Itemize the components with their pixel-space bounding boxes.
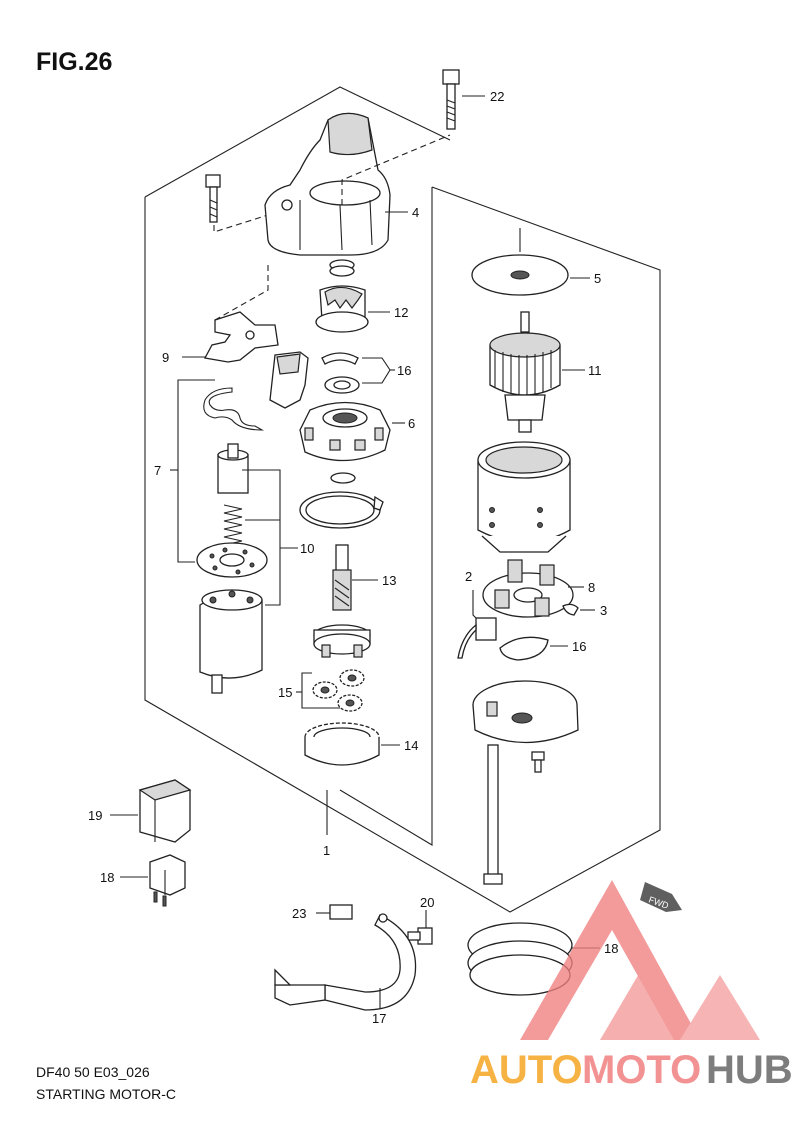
brush-lead-2 [457,590,497,659]
label-part-4: 4 [412,205,419,220]
inner-frame [339,187,433,846]
svg-text:HUB: HUB [706,1048,793,1092]
armature-11 [489,311,585,433]
label-part-19: 18 [100,870,114,885]
label-part-9: 9 [162,350,169,365]
label-part-10: 10 [300,541,314,556]
clutch-pinion-12 [315,259,390,333]
planet-gears-15 [296,669,365,712]
bracket-17 [274,913,417,1011]
plunger [217,443,249,494]
label-part-12: 12 [394,305,408,320]
label-part-23: 23 [292,906,306,921]
figure-title: FIG.26 [36,48,113,76]
brush-holder-8 [482,559,584,618]
label-part-3: 3 [600,603,607,618]
label-part-11: 11 [588,363,602,378]
bolt-21 [407,910,433,945]
shaft-13 [313,544,378,658]
label-part-14: 14 [404,738,418,753]
svg-text:AUTO: AUTO [470,1048,583,1092]
label-part-17: 17 [372,1011,386,1026]
solenoid-housing-4 [264,112,451,256]
washer [330,472,356,484]
return-spring [223,504,243,546]
svg-text:MOTO: MOTO [582,1048,701,1092]
solenoid-boot [269,351,309,409]
figure-code: DF40 50 E03_026 [36,1064,150,1080]
thrust-plate-5 [471,228,590,296]
label-part-8: 8 [588,580,595,595]
label-part-20: 19 [88,808,102,823]
bolt-22 [442,69,485,130]
label-part-7: 7 [154,463,161,478]
watermark-logo: FWD [520,880,760,1040]
through-bolt [483,744,503,885]
label-part-5: 5 [594,271,601,286]
internal-gear-14 [304,722,400,766]
end-frame [472,680,579,744]
label-part-21: 20 [420,895,434,910]
label-part-22: 22 [490,89,504,104]
relay-cover-20 [110,779,192,843]
washer-16b [499,636,568,661]
drive-housing-6 [299,401,405,462]
spring-wire [203,387,265,431]
label-part-18: 18 [604,941,618,956]
gasket-ring [299,491,384,529]
label-part-2: 2 [465,569,472,584]
label-part-16-top: 16 [397,363,411,378]
solenoid-body [199,589,263,694]
brush-spring-3 [562,603,595,616]
field-frame [477,441,571,553]
clip-23 [316,904,353,920]
label-part-6: 6 [408,416,415,431]
label-part-16-bottom: 16 [572,639,586,654]
bolt-left [205,174,269,233]
fwd-arrow-icon [640,882,682,912]
screw [531,751,545,773]
figure-name: STARTING MOTOR-C [36,1086,176,1102]
label-part-15: 15 [278,685,292,700]
watermark-text: AUTO MOTO HUB [470,1048,793,1092]
snap-ring-washer-16 [321,352,395,394]
assembly-frame [144,86,451,198]
shift-lever-9 [182,265,279,363]
label-part-1: 1 [323,843,330,858]
solenoid-plate [196,542,268,578]
label-part-13: 13 [382,573,396,588]
relay-19 [120,854,186,907]
